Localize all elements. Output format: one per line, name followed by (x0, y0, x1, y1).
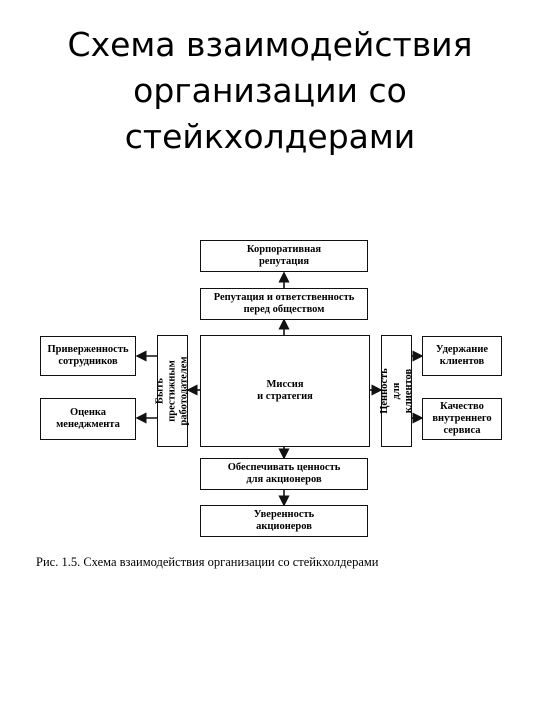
slide-title: Схема взаимодействия организации со стей… (0, 22, 540, 160)
box-social-reputation: Репутация и ответственность перед общест… (200, 288, 368, 320)
box-employee-loyalty: Приверженность сотрудников (40, 336, 136, 376)
title-line-1: Схема взаимодействия (67, 25, 473, 64)
box-corporate-reputation: Корпоративная репутация (200, 240, 368, 272)
box-prestigious-employer: Быть престижным работодателем (155, 335, 190, 447)
box-customer-retention: Удержание клиентов (422, 336, 502, 376)
title-line-2: организации со (133, 71, 407, 110)
box-mission-strategy: Миссия и стратегия (200, 335, 370, 447)
title-line-3: стейкхолдерами (124, 117, 416, 156)
figure-caption: Рис. 1.5. Схема взаимодействия организац… (36, 555, 379, 569)
box-service-quality: Качество внутреннего сервиса (422, 398, 502, 440)
box-customer-value: Ценность для клиентов (379, 335, 414, 447)
box-shareholder-confidence: Уверенность акционеров (200, 505, 368, 537)
box-shareholder-value: Обеспечивать ценность для акционеров (200, 458, 368, 490)
box-management-evaluation: Оценка менеджмента (40, 398, 136, 440)
